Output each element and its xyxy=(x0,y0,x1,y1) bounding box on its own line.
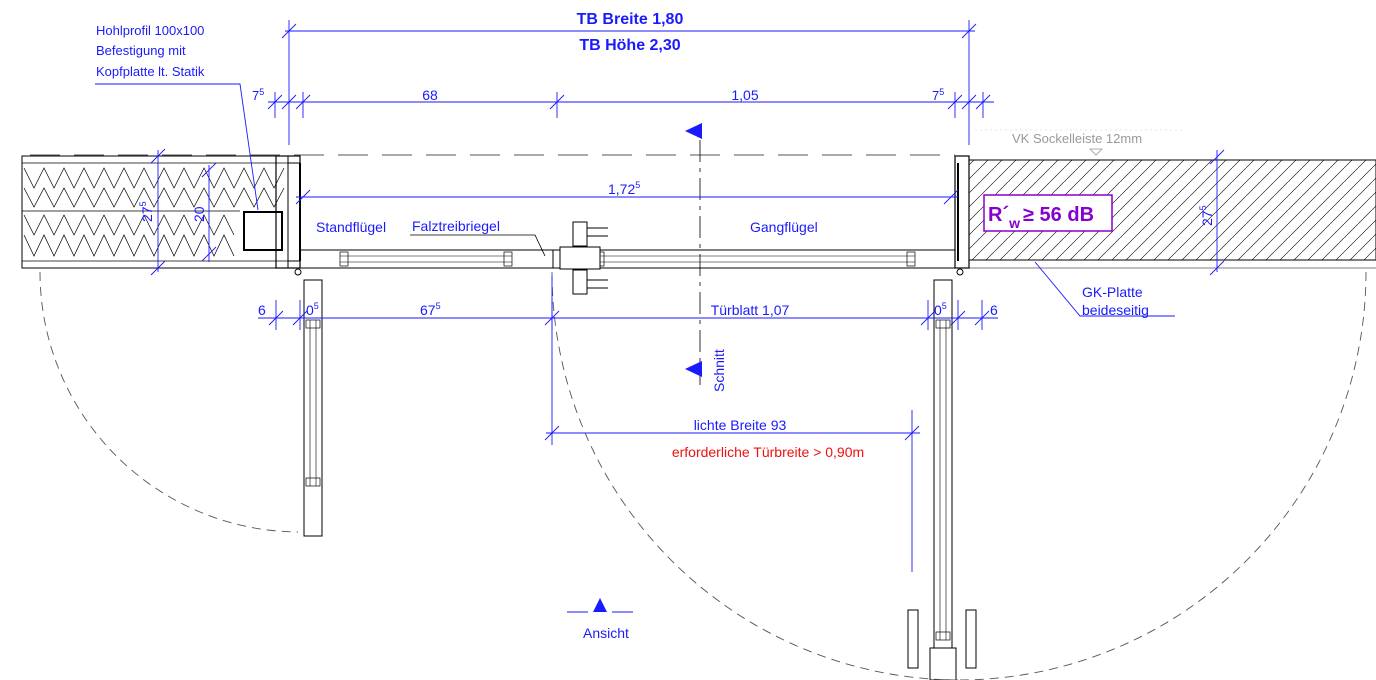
door-leaves-open xyxy=(303,279,977,680)
dim-right-small: 75 xyxy=(932,87,944,103)
profile-label-3: Kopfplatte lt. Statik xyxy=(96,64,205,79)
profile-label-2: Befestigung mit xyxy=(96,43,186,58)
label-clear-width: lichte Breite 93 xyxy=(694,417,787,433)
dim-door-leaf: Türblatt 1,07 xyxy=(711,302,790,318)
dim-leaf-left: 675 xyxy=(420,301,441,318)
dim-gangfluegel: 1,05 xyxy=(731,87,758,103)
dim-clear-opening: 1,725 xyxy=(608,180,640,197)
door-leaves-closed xyxy=(299,221,956,295)
dimension-lines xyxy=(95,20,1225,572)
dim-right-zero: 05 xyxy=(934,301,947,318)
baseboard-label: VK Sockelleiste 12mm xyxy=(1012,131,1142,146)
profile-label-1: Hohlprofil 100x100 xyxy=(96,23,204,38)
swing-arcs xyxy=(39,271,1367,680)
section-arrow-top xyxy=(685,123,702,139)
dim-right-six: 6 xyxy=(990,302,998,318)
label-required-width: erforderliche Türbreite > 0,90m xyxy=(672,444,864,460)
sound-rating: R´w≥ 56 dB xyxy=(988,204,1094,231)
right-wall xyxy=(954,155,1376,276)
title-width: TB Breite 1,80 xyxy=(577,11,684,28)
label-gk-plate: GK-Platte xyxy=(1082,284,1143,300)
section-arrow-bottom xyxy=(685,361,702,377)
section-markers xyxy=(567,123,702,613)
label-gangfluegel: Gangflügel xyxy=(750,219,818,235)
dim-left-small: 75 xyxy=(252,87,264,103)
label-standfluegel: Standflügel xyxy=(316,219,386,235)
dim-left-wall-total: 275 xyxy=(138,201,155,222)
dim-right-wall-total: 275 xyxy=(1198,205,1215,226)
label-ansicht: Ansicht xyxy=(583,625,629,641)
sound-rating-box xyxy=(983,194,1113,232)
dim-left-six: 6 xyxy=(258,302,266,318)
dim-standfluegel: 68 xyxy=(422,87,438,103)
left-wall xyxy=(21,155,302,276)
view-arrow xyxy=(593,598,607,612)
dim-left-zero: 05 xyxy=(306,301,319,318)
label-falztreibriegel: Falztreibriegel xyxy=(412,218,500,234)
label-gk-both-sides: beideseitig xyxy=(1082,302,1149,318)
label-schnitt: Schnitt xyxy=(711,349,727,392)
baseboard-marker xyxy=(1089,148,1103,156)
dim-left-insulation: 20 xyxy=(191,206,207,222)
falztreibriegel-leader xyxy=(410,234,546,257)
title-height: TB Höhe 2,30 xyxy=(579,37,680,54)
